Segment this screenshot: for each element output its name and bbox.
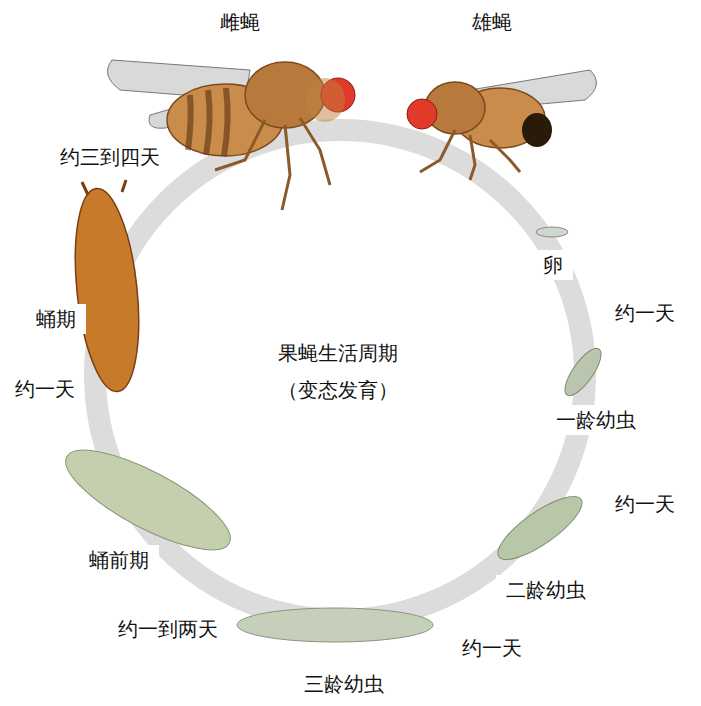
stage-label: 一龄幼虫 — [546, 405, 646, 435]
first-instar-larva — [559, 343, 608, 400]
third-instar-larva — [237, 608, 433, 642]
pupa — [67, 180, 148, 395]
female-fly — [108, 60, 356, 210]
stage-label: 雄蝇 — [462, 7, 522, 37]
duration-label: 约三到四天 — [60, 145, 160, 169]
stage-label: 雌蝇 — [210, 7, 270, 37]
duration-label: 约一天 — [15, 377, 75, 401]
duration-label: 约一天 — [615, 301, 675, 325]
diagram-title: 果蝇生活周期 — [278, 340, 398, 367]
stage-label: 二龄幼虫 — [496, 575, 596, 605]
egg — [536, 227, 568, 237]
male-fly — [407, 70, 596, 180]
stage-label: 三龄幼虫 — [294, 669, 394, 699]
duration-label: 约一天 — [462, 636, 522, 660]
second-instar-larva — [490, 486, 590, 570]
duration-label: 约一天 — [615, 492, 675, 516]
duration-label: 约一到两天 — [118, 617, 218, 641]
stage-label: 蛹期 — [26, 304, 86, 334]
stage-label: 卵 — [533, 250, 573, 280]
duration-label: （变态发育） — [278, 378, 398, 402]
stage-label: 蛹前期 — [79, 545, 159, 575]
